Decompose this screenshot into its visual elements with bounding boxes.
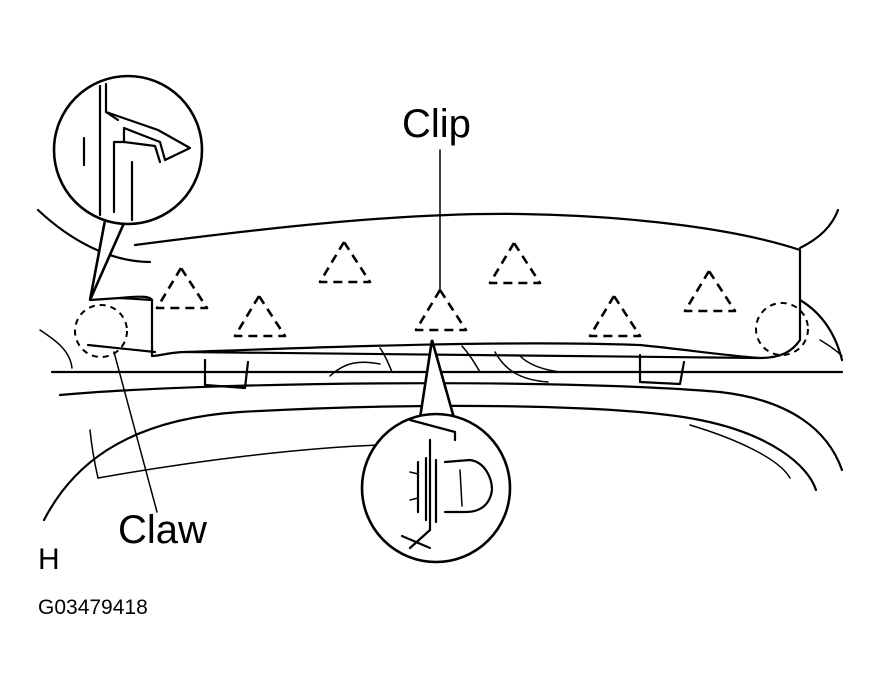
clip-marker bbox=[414, 288, 468, 332]
clip-marker bbox=[488, 241, 542, 285]
claw-marker bbox=[755, 302, 809, 356]
clip-marker bbox=[155, 266, 209, 310]
leader-lines bbox=[113, 149, 441, 513]
claw-locations bbox=[74, 302, 809, 358]
clip-locations bbox=[155, 240, 737, 338]
claw-marker bbox=[74, 304, 128, 358]
claw-detail-callout bbox=[52, 74, 204, 301]
clip-detail-callout bbox=[360, 339, 512, 564]
clip-marker bbox=[588, 294, 642, 338]
clip-label: Clip bbox=[402, 102, 471, 146]
figure-code: G03479418 bbox=[38, 596, 148, 619]
clip-marker bbox=[318, 240, 372, 284]
clip-marker bbox=[233, 294, 287, 338]
trim-panel bbox=[86, 212, 802, 390]
body-contours bbox=[36, 208, 844, 522]
claw-label: Claw bbox=[118, 508, 207, 552]
view-label: H bbox=[38, 543, 60, 576]
clip-marker bbox=[683, 269, 737, 313]
